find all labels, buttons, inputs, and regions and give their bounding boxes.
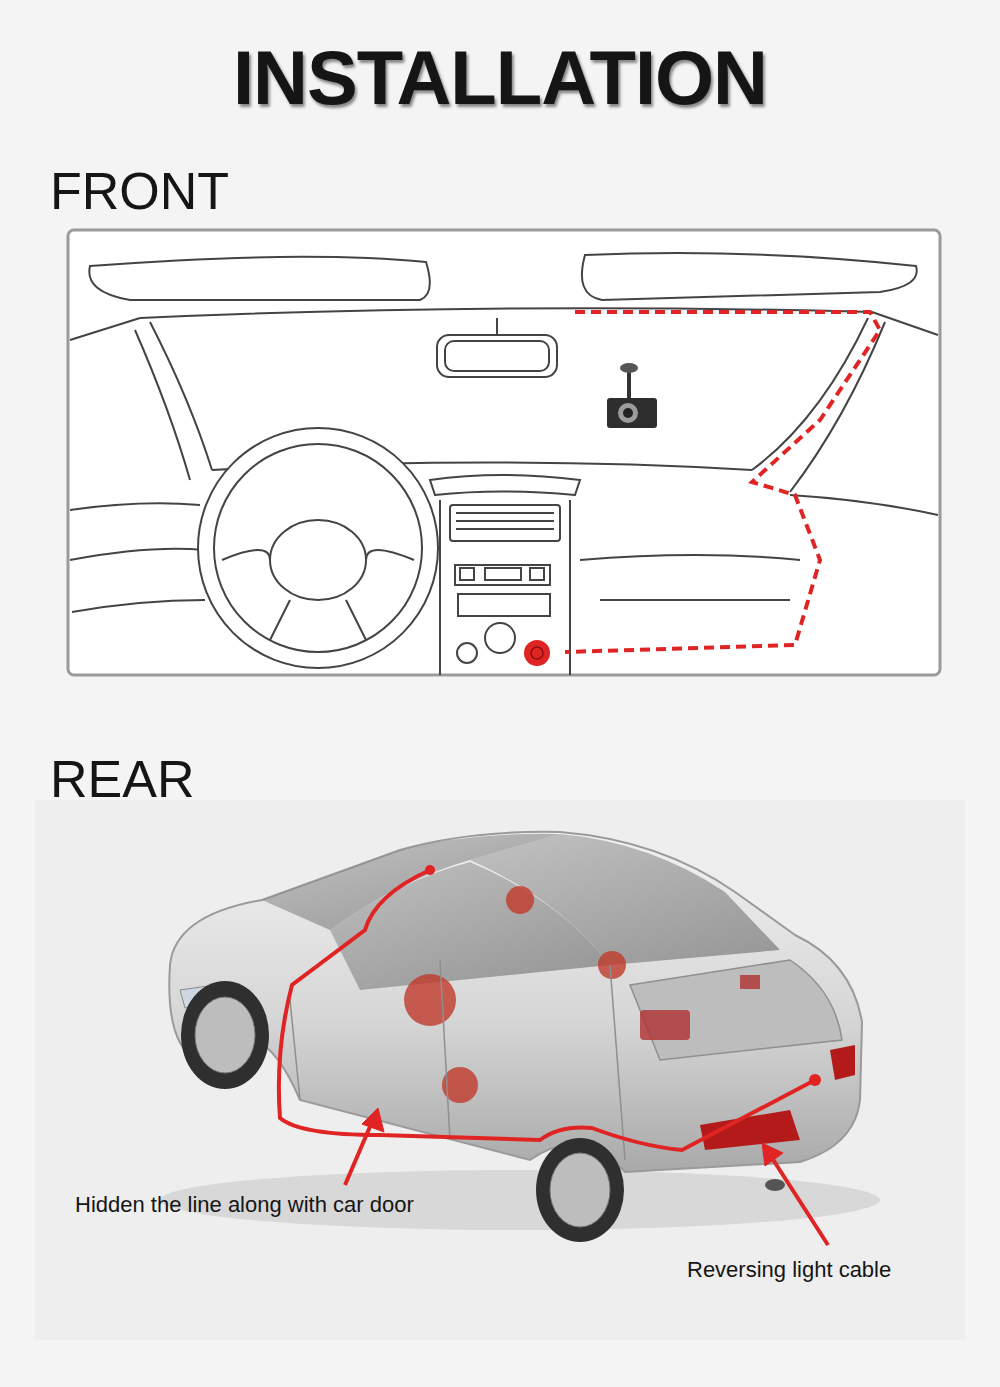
rear-cable-route	[279, 870, 815, 1150]
front-cable-route	[565, 312, 880, 652]
front-interior	[68, 230, 940, 675]
power-socket	[524, 640, 550, 666]
leader-arrow	[345, 1108, 828, 1245]
callout-note-holder: Hidden the line along with car door	[75, 1192, 414, 1218]
page-title-holder: INSTALLATION	[0, 32, 1000, 123]
page-title: INSTALLATION	[233, 32, 767, 123]
section-heading-holder: REAR	[50, 748, 194, 810]
callout-note: Hidden the line along with car door	[75, 1192, 414, 1218]
car-illustration	[160, 832, 880, 1242]
section-heading: REAR	[50, 748, 194, 810]
callout-note: Reversing light cable	[687, 1257, 891, 1283]
rear-ground	[35, 800, 965, 1340]
section-heading-holder: FRONT	[50, 160, 229, 222]
dash-camera	[607, 363, 657, 428]
section-heading: FRONT	[50, 160, 229, 222]
callout-note-holder: Reversing light cable	[687, 1257, 891, 1283]
